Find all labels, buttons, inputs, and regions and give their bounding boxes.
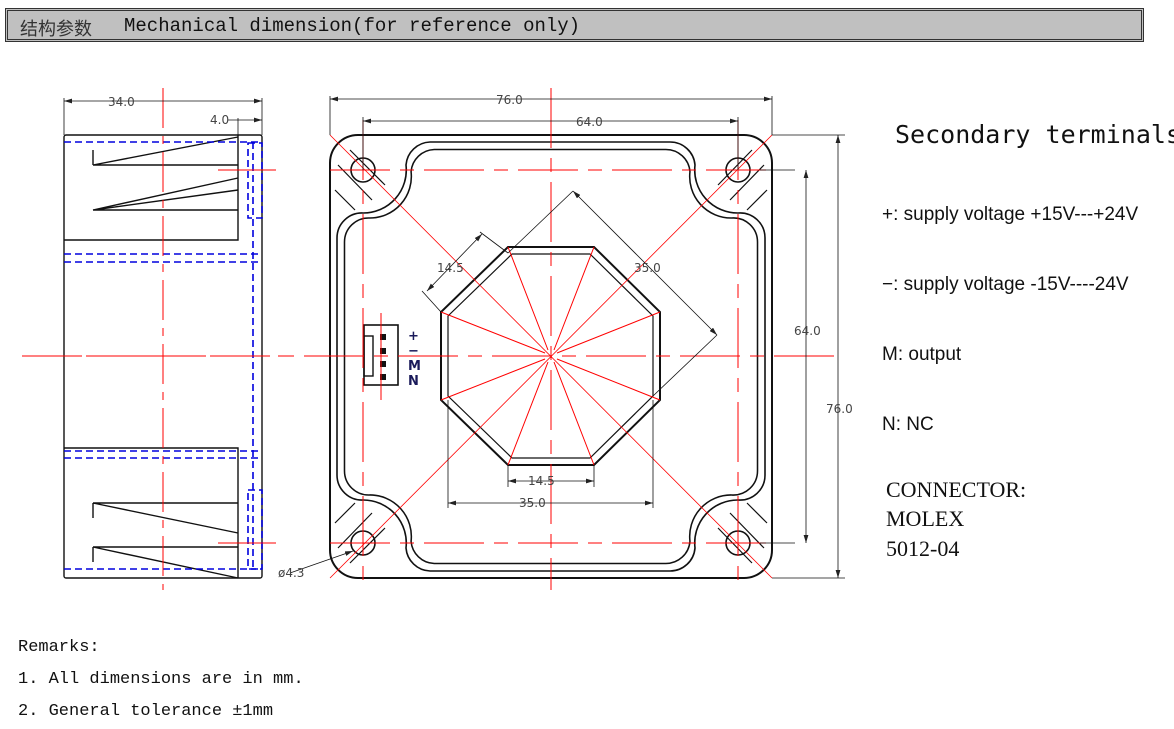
terminal-plus: +: supply voltage +15V---+24V bbox=[882, 204, 1139, 225]
remark-item: 1. All dimensions are in mm. bbox=[18, 670, 304, 689]
terminal-m: M: output bbox=[882, 344, 962, 365]
dim-octagon-side: 14.5 bbox=[437, 261, 464, 275]
pin-label-m: M bbox=[408, 359, 421, 374]
dim-octagon-width-bottom: 35.0 bbox=[519, 496, 546, 510]
inner-outline bbox=[336, 141, 766, 572]
terminal-n: N: NC bbox=[882, 414, 934, 435]
connector-line2: MOLEX bbox=[886, 506, 965, 531]
dim-hole-diameter: ø4.3 bbox=[278, 566, 304, 580]
dim-hole-spacing-v: 64.0 bbox=[794, 324, 821, 338]
dim-octagon-side-bottom: 14.5 bbox=[528, 474, 555, 488]
dim-outer-width: 76.0 bbox=[496, 93, 523, 107]
pin-label-n: N bbox=[408, 374, 419, 389]
dim-side-width: 34.0 bbox=[108, 95, 135, 109]
header-title-cn: 结构参数 bbox=[20, 19, 92, 40]
dimension-lines bbox=[289, 96, 845, 579]
remark-item: 2. General tolerance ±1mm bbox=[18, 702, 274, 721]
dim-octagon-width: 35.0 bbox=[634, 261, 661, 275]
front-view bbox=[22, 88, 845, 590]
side-view bbox=[22, 88, 294, 590]
pin-label-plus: + bbox=[408, 329, 419, 344]
terminal-minus: −: supply voltage -15V----24V bbox=[882, 274, 1129, 295]
section-header: 结构参数 Mechanical dimension(for reference … bbox=[5, 8, 1144, 42]
remarks-title: Remarks: bbox=[18, 638, 100, 657]
pin-label-minus: − bbox=[408, 344, 419, 359]
pin-labels: + − M N bbox=[408, 329, 421, 389]
dim-hole-spacing: 64.0 bbox=[576, 115, 603, 129]
terminals-title: Secondary terminals bbox=[895, 120, 1174, 149]
dim-flange: 4.0 bbox=[210, 113, 229, 127]
connector-line1: CONNECTOR: bbox=[886, 477, 1027, 502]
center-lines bbox=[22, 88, 840, 590]
connector-line3: 5012-04 bbox=[886, 536, 960, 561]
header-title-en: Mechanical dimension(for reference only) bbox=[124, 15, 581, 37]
dim-outer-height: 76.0 bbox=[826, 402, 853, 416]
